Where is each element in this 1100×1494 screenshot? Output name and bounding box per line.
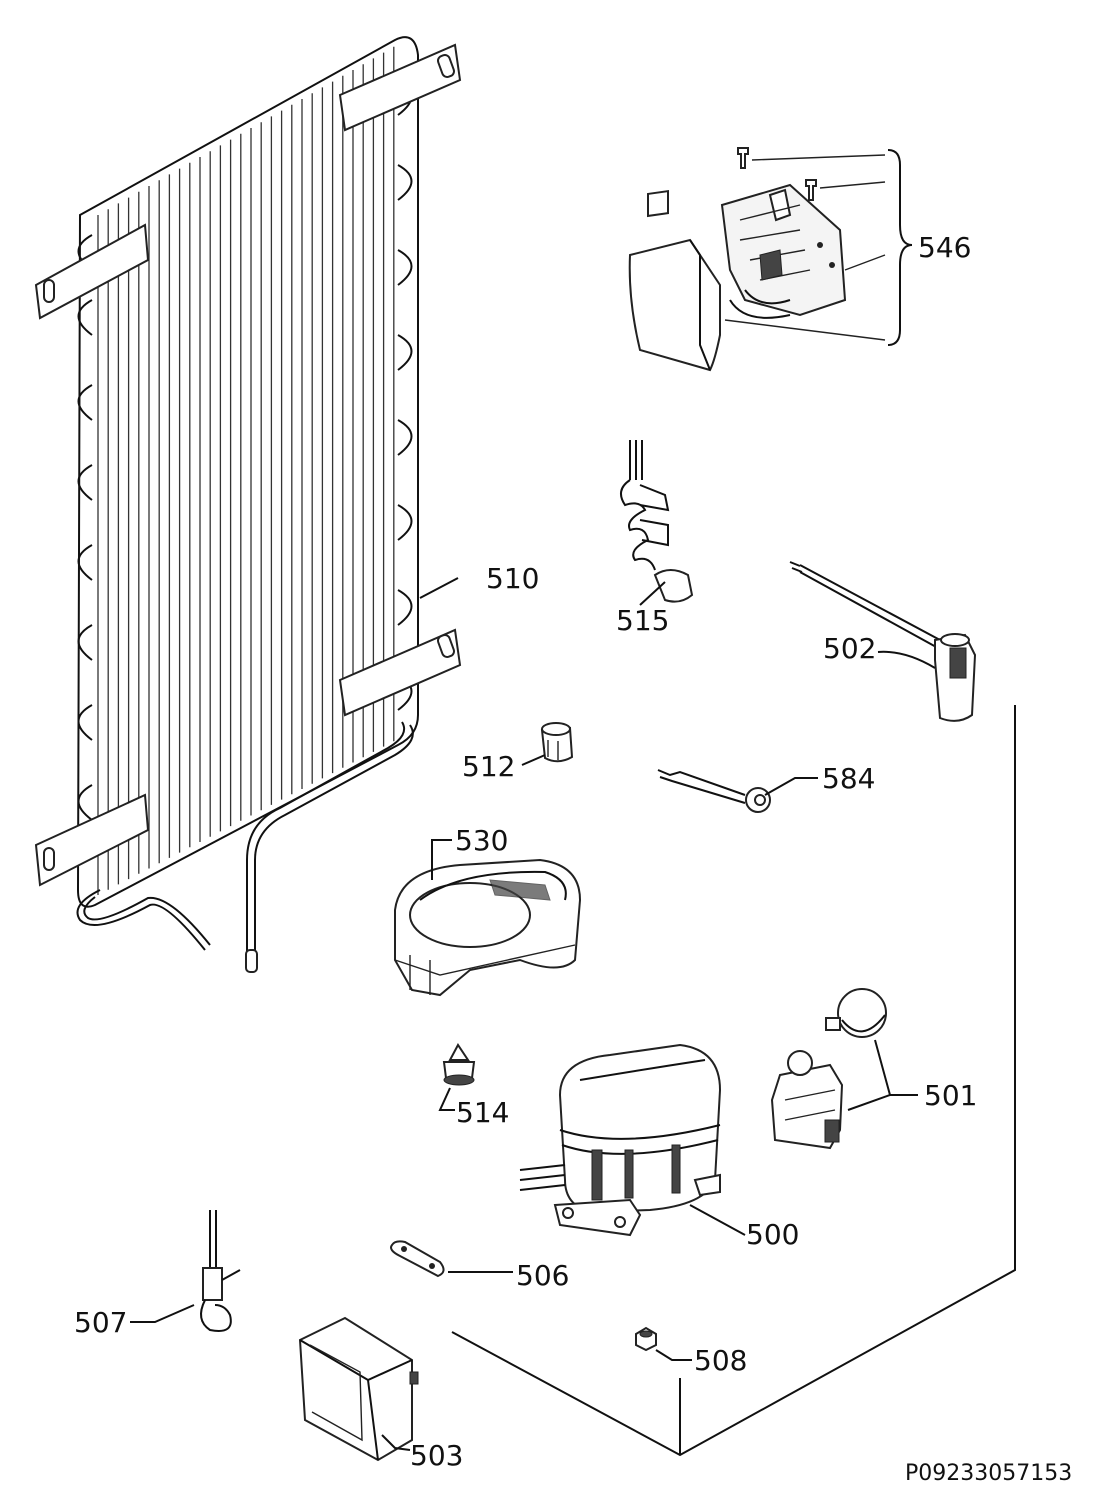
leader-503 [381, 1434, 411, 1451]
label-507: 507 [74, 1306, 127, 1339]
label-546: 546 [918, 231, 971, 264]
leader-502 [877, 650, 936, 669]
condenser-wires [97, 46, 395, 895]
leader-500 [689, 1204, 746, 1236]
label-506: 506 [516, 1259, 569, 1292]
foot-514[interactable] [438, 1043, 476, 1111]
leader-501 [847, 1039, 918, 1111]
label-501: 501 [924, 1079, 977, 1112]
leader-507 [130, 1304, 195, 1323]
label-500: 500 [746, 1218, 799, 1251]
leader-530 [431, 839, 452, 880]
label-503: 503 [410, 1439, 463, 1472]
drier-507[interactable] [130, 1210, 241, 1332]
label-508: 508 [694, 1344, 747, 1377]
box-503[interactable] [298, 1316, 419, 1462]
condenser-510[interactable] [34, 36, 462, 973]
label-530: 530 [455, 824, 508, 857]
label-502: 502 [823, 632, 876, 665]
clip-506[interactable] [390, 1240, 513, 1278]
label-510: 510 [486, 562, 539, 595]
label-515: 515 [616, 604, 669, 637]
relay-501[interactable] [770, 988, 918, 1150]
leader-512 [521, 754, 546, 766]
heater-515[interactable] [620, 440, 694, 606]
leader-515 [639, 581, 666, 606]
grommet-512[interactable] [521, 722, 574, 766]
label-584: 584 [822, 762, 875, 795]
compressor-500[interactable] [519, 1043, 746, 1237]
label-514: 514 [456, 1096, 509, 1129]
leader-510 [419, 577, 459, 599]
thermostat-assembly-546[interactable] [628, 147, 913, 372]
label-512: 512 [462, 750, 515, 783]
leader-514 [438, 1087, 455, 1111]
nut-508[interactable] [635, 1326, 692, 1361]
leader-508 [655, 1349, 692, 1361]
reference-code: P09233057153 [905, 1461, 1072, 1486]
drip-tray-530[interactable] [394, 839, 582, 997]
probe-584[interactable] [657, 769, 818, 813]
leader-584 [764, 777, 818, 796]
sensor-502[interactable] [789, 561, 977, 722]
cabinet-outline [451, 705, 1016, 1457]
